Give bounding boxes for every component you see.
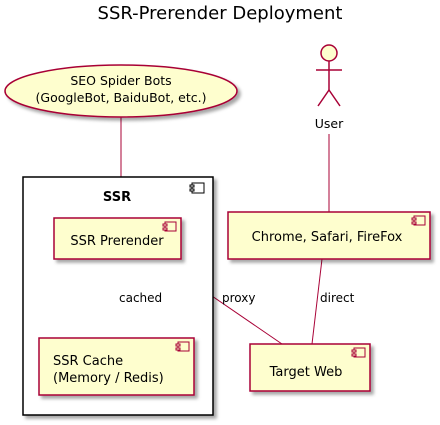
component-icon	[175, 341, 190, 352]
browsers-component: Chrome, Safari, FireFox	[227, 211, 431, 260]
ssr-prerender-component: SSR Prerender	[53, 217, 182, 260]
component-icon	[189, 182, 205, 194]
user-actor	[316, 44, 342, 107]
browsers-label: Chrome, Safari, FireFox	[252, 230, 403, 245]
ssr-cache-label-line2: (Memory / Redis)	[53, 371, 164, 386]
component-icon	[411, 215, 426, 226]
edge-label-direct: direct	[320, 291, 355, 305]
ssr-cache-component: SSR Cache (Memory / Redis)	[38, 337, 195, 396]
ssr-group-label: SSR	[103, 190, 131, 205]
user-label: User	[315, 116, 344, 131]
ssr-prerender-label: SSR Prerender	[70, 234, 164, 249]
component-icon	[351, 347, 366, 358]
edge-label-proxy: proxy	[222, 291, 255, 305]
ssr-cache-label-line1: SSR Cache	[53, 354, 123, 369]
seo-label-line1: SEO Spider Bots	[70, 73, 171, 88]
edge-browser-target	[311, 258, 323, 345]
diagram-title: SSR-Prerender Deployment	[98, 3, 343, 24]
seo-spider-bots-usecase: SEO Spider Bots (GoogleBot, BaiduBot, et…	[4, 64, 238, 118]
seo-label-line2: (GoogleBot, BaiduBot, etc.)	[36, 90, 207, 105]
target-web-component: Target Web	[249, 343, 371, 392]
target-web-label: Target Web	[269, 365, 343, 380]
component-icon	[162, 221, 177, 232]
user-actor-icon	[320, 44, 338, 62]
edge-label-cached: cached	[119, 291, 162, 305]
